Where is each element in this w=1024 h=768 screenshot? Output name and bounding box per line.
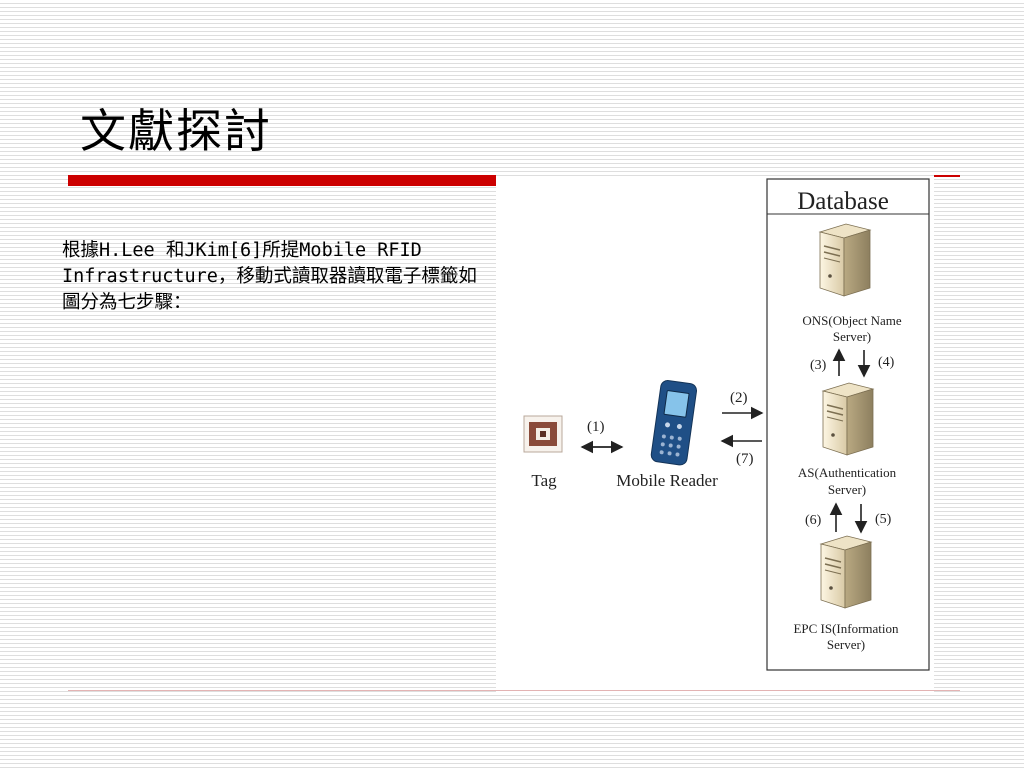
step-1-label: (1) [587, 419, 605, 435]
ons-server-label-line1: ONS(Object Name [802, 313, 902, 328]
bottom-divider [68, 690, 960, 691]
rfid-tag-icon [523, 415, 563, 453]
step-5-label: (5) [875, 512, 892, 527]
step-7-label: (7) [736, 451, 754, 467]
epc-server-icon [819, 535, 873, 609]
step-3-label: (3) [810, 358, 827, 373]
database-label: Database [797, 188, 889, 215]
ons-server-icon [818, 223, 872, 297]
title-underline [68, 175, 496, 186]
epc-server-label-line2: Server) [827, 637, 865, 652]
as-server-icon [821, 382, 875, 456]
mobile-reader-icon [650, 380, 698, 466]
epc-server-label-line1: EPC IS(Information [793, 621, 899, 636]
mobile-reader-label: Mobile Reader [616, 471, 718, 490]
as-server-label-line2: Server) [828, 482, 866, 497]
body-text: 根據H.Lee 和JKim[6]所提Mobile RFID Infrastruc… [62, 240, 477, 313]
slide-title: 文獻探討 [80, 104, 272, 158]
step-6-label: (6) [805, 513, 822, 528]
step-2-label: (2) [730, 390, 748, 406]
tag-label: Tag [531, 471, 557, 490]
title-underline-tail [934, 175, 960, 177]
as-server-label-line1: AS(Authentication [798, 465, 897, 480]
rfid-diagram: Database ONS(Object Name Server) (3) (4) [496, 176, 934, 694]
ons-server-label-line2: Server) [833, 329, 871, 344]
step-4-label: (4) [878, 355, 895, 370]
